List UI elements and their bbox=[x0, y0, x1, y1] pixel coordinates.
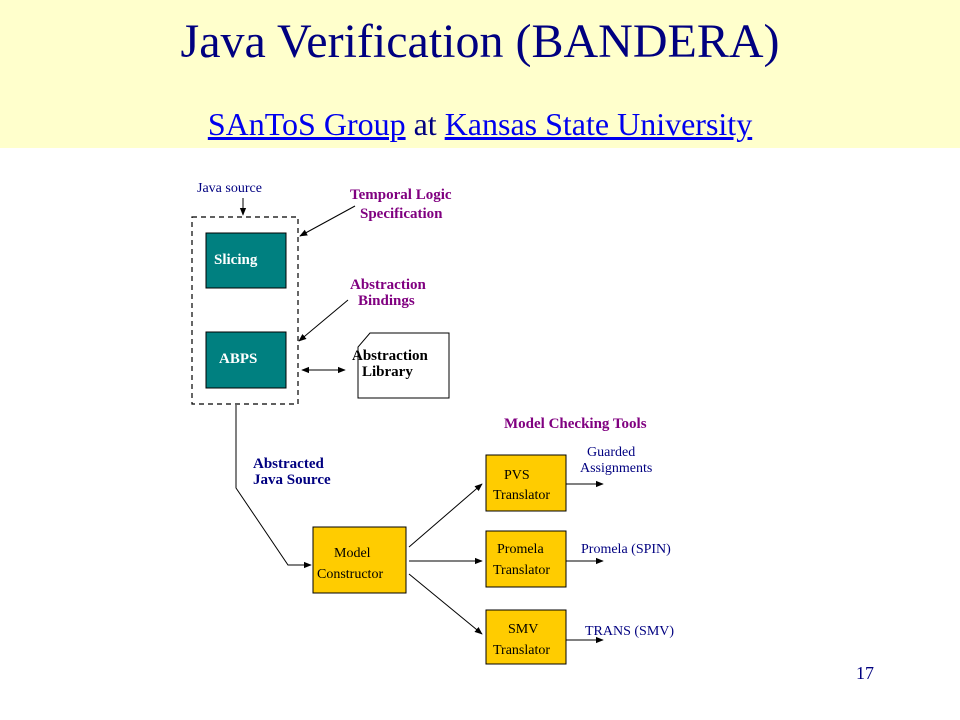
model-checking-tools-label: Model Checking Tools bbox=[504, 416, 647, 432]
slide-subtitle: SAnToS Group at Kansas State University bbox=[0, 106, 960, 143]
abstraction-bindings-arrow bbox=[298, 299, 349, 342]
slide-header bbox=[0, 0, 960, 148]
page-number: 17 bbox=[856, 663, 874, 683]
java-source-label: Java source bbox=[197, 181, 262, 196]
slide-title: Java Verification (BANDERA) bbox=[180, 15, 780, 68]
smv-label-1: SMV bbox=[508, 622, 538, 637]
model-constructor-box bbox=[312, 526, 407, 594]
temporal-logic-arrow bbox=[299, 205, 356, 237]
trans-smv-label: TRANS (SMV) bbox=[585, 624, 674, 639]
model-constructor-label-2: Constructor bbox=[317, 567, 383, 582]
promela-label-2: Translator bbox=[493, 563, 550, 578]
front-end-dashed-box bbox=[191, 216, 299, 405]
promela-translator-box bbox=[485, 530, 567, 588]
abstracted-label-1: Abstracted bbox=[253, 456, 324, 472]
kansas-state-link[interactable]: Kansas State University bbox=[444, 106, 753, 142]
abstraction-bindings-label-2: Bindings bbox=[358, 293, 415, 309]
pvs-label-1: PVS bbox=[504, 468, 530, 483]
pvs-translator-box bbox=[485, 454, 567, 512]
model-constructor-label-1: Model bbox=[334, 546, 371, 561]
abstraction-library-label-1: Abstraction bbox=[352, 348, 428, 364]
subtitle-connector: at bbox=[413, 106, 437, 142]
slicing-box bbox=[205, 232, 287, 289]
temporal-logic-label-1: Temporal Logic bbox=[350, 187, 452, 203]
abstraction-library-box bbox=[357, 332, 450, 399]
slicing-label: Slicing bbox=[214, 252, 258, 268]
to-smv-arrow bbox=[408, 573, 483, 635]
promela-label-1: Promela bbox=[497, 542, 544, 557]
santos-group-link[interactable]: SAnToS Group bbox=[207, 106, 406, 142]
abstracted-label-2: Java Source bbox=[253, 472, 331, 488]
promela-spin-label: Promela (SPIN) bbox=[581, 542, 671, 557]
pvs-label-2: Translator bbox=[493, 488, 550, 503]
abps-box bbox=[205, 331, 287, 389]
guarded-label-1: Guarded bbox=[587, 445, 635, 460]
guarded-label-2: Assignments bbox=[580, 461, 652, 476]
temporal-logic-label-2: Specification bbox=[360, 206, 443, 222]
abstraction-bindings-label-1: Abstraction bbox=[350, 277, 426, 293]
to-pvs-arrow bbox=[408, 483, 483, 548]
abstracted-source-arrow bbox=[235, 405, 312, 569]
abps-label: ABPS bbox=[219, 351, 257, 367]
abstraction-library-label-2: Library bbox=[362, 364, 413, 380]
smv-translator-box bbox=[485, 609, 567, 665]
smv-label-2: Translator bbox=[493, 643, 550, 658]
